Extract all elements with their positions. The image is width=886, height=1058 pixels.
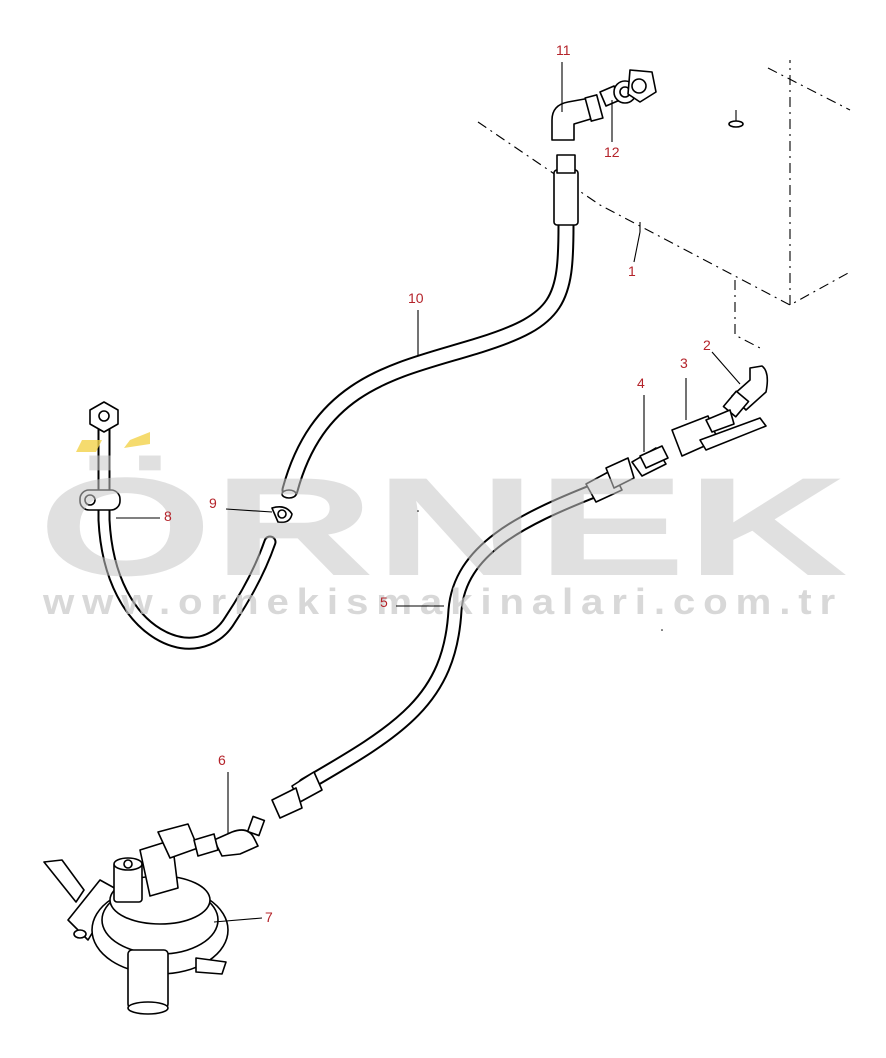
watermark-brand: ÖRNEK	[38, 448, 848, 605]
callout-9: 9	[209, 495, 217, 511]
callout-12: 12	[604, 144, 620, 160]
callout-6: 6	[218, 752, 226, 768]
watermark-accent-left	[76, 440, 102, 452]
callout-4: 4	[637, 375, 645, 391]
stray-marks	[417, 510, 663, 631]
adapter-nipple-icon	[631, 445, 669, 477]
callout-1: 1	[628, 263, 636, 279]
watermark-url: www.ornekismakinalari.com.tr	[42, 581, 843, 622]
watermark-accent-right	[124, 432, 150, 448]
leader-lines	[116, 62, 741, 923]
callout-2: 2	[703, 337, 711, 353]
callout-5: 5	[380, 594, 388, 610]
shutoff-valve-icon	[671, 409, 767, 457]
callout-10: 10	[408, 290, 424, 306]
callout-8: 8	[164, 508, 172, 524]
nut-fitting-icon	[599, 69, 657, 107]
callout-7: 7	[265, 909, 273, 925]
fuel-pump-icon	[43, 823, 229, 1015]
elbow-fitting-icon	[213, 815, 266, 857]
watermark: ÖRNEK www.ornekismakinalari.com.tr	[38, 432, 848, 622]
tank-cap-icon	[728, 110, 744, 128]
fuel-line-icon	[79, 401, 277, 650]
fuel-tank-icon	[477, 60, 851, 349]
callouts: 11 12 1 2 3 4 10 9 8 5 6 7	[164, 42, 711, 925]
return-hose-icon	[281, 154, 579, 499]
callout-11: 11	[556, 42, 571, 58]
callout-3: 3	[680, 355, 688, 371]
fuel-hose-icon	[271, 457, 635, 819]
elbow-fitting-icon	[722, 365, 769, 418]
hose-clamp-icon	[271, 506, 293, 524]
elbow-fitting-icon	[551, 94, 604, 141]
